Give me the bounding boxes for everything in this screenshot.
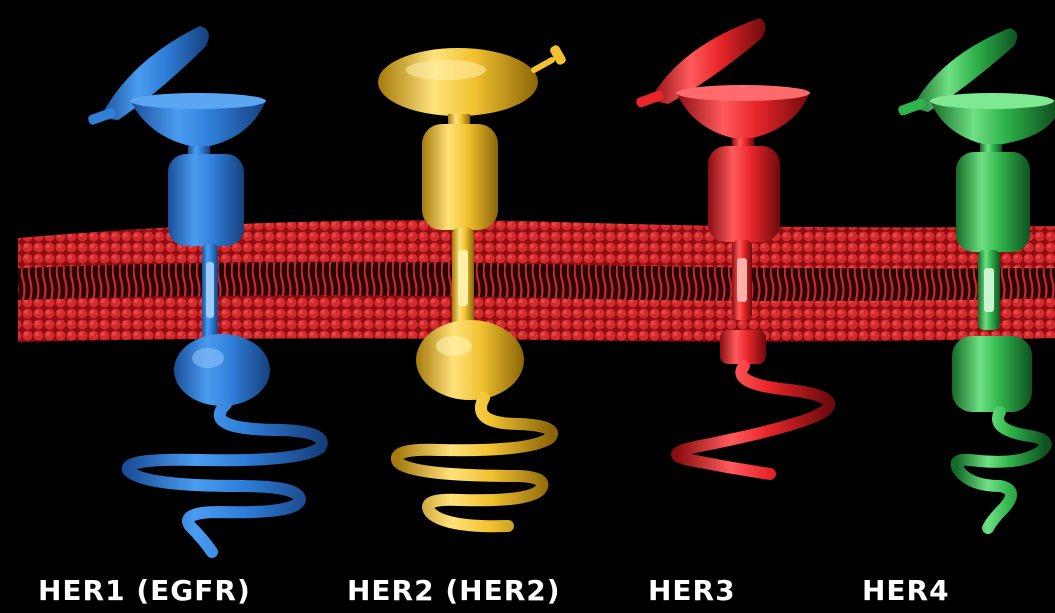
her4-label: HER4	[862, 574, 950, 608]
her2-label: HER2 (HER2)	[347, 574, 561, 608]
her3-label: HER3	[648, 574, 736, 608]
her1-label: HER1 (EGFR)	[38, 574, 251, 608]
